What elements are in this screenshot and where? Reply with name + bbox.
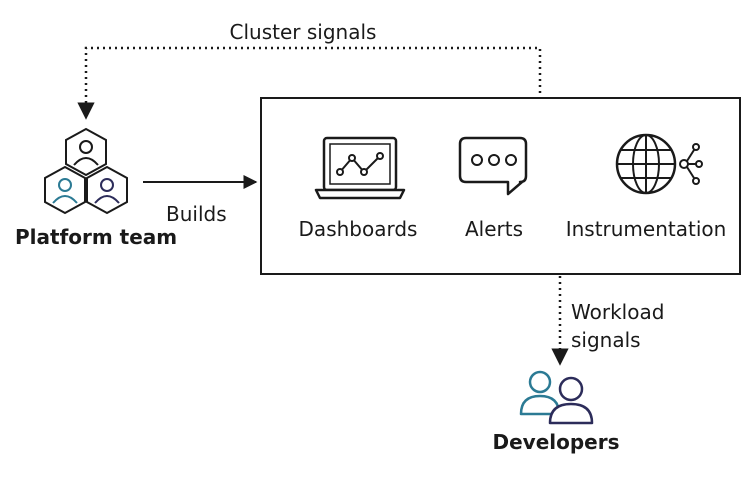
developers-icon — [519, 370, 594, 425]
builds-label: Builds — [166, 202, 227, 226]
developers-label: Developers — [492, 430, 620, 454]
tool-label-instrumentation: Instrumentation — [565, 217, 727, 241]
dashboard-laptop-icon — [314, 136, 406, 200]
workload-signals-label: Workload signals — [571, 300, 665, 352]
chat-bubble-icon — [458, 136, 528, 196]
tool-label-alerts: Alerts — [464, 217, 524, 241]
cluster-signals-arrow — [77, 46, 542, 120]
tool-label-dashboards: Dashboards — [298, 217, 418, 241]
platform-team-label: Platform team — [15, 225, 178, 249]
cluster-signals-label: Cluster signals — [229, 20, 377, 44]
globe-network-icon — [615, 133, 703, 195]
platform-team-icon — [44, 127, 128, 215]
